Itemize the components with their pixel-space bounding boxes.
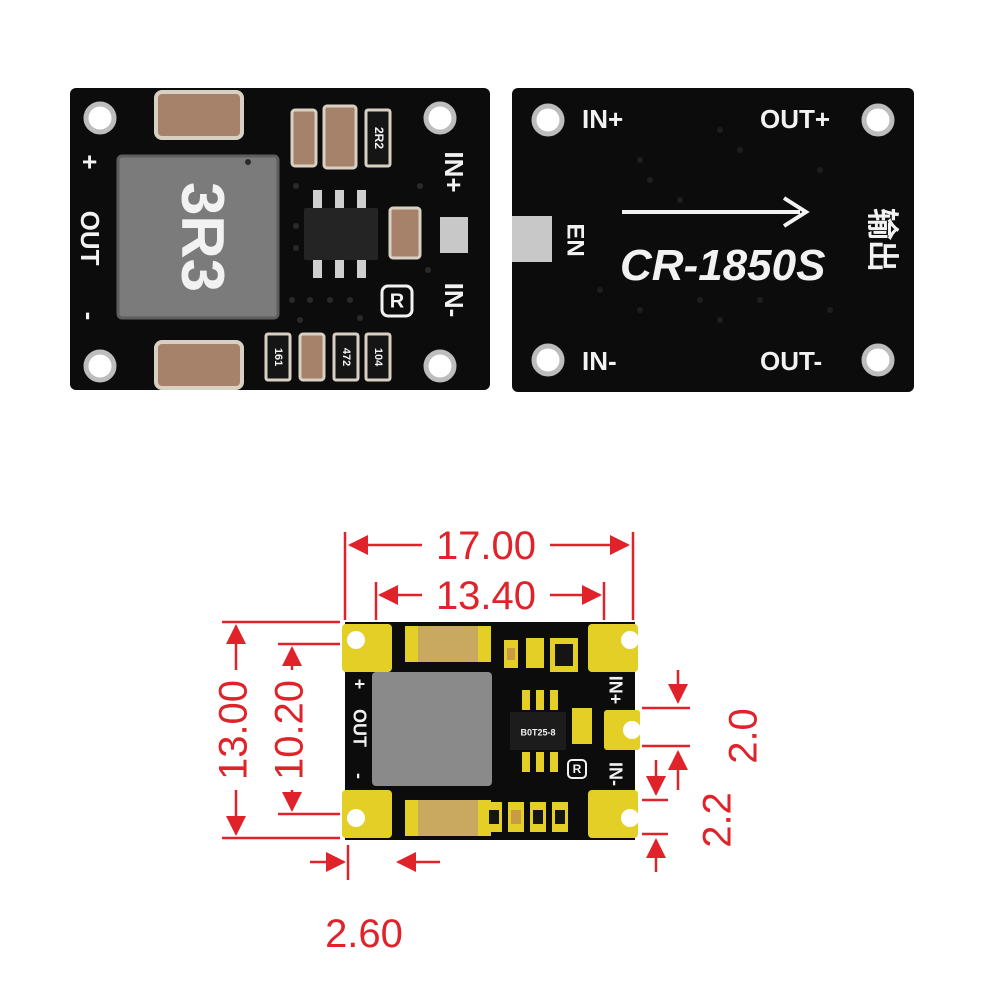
dim-pad-holes [347,631,641,827]
dim-small-parts-top [504,638,578,772]
dim-width-outer: 17.00 [436,524,536,568]
front-cap-small-1 [290,108,318,168]
dim-ic-chip [510,712,566,750]
dim-logo [567,759,587,779]
front-in-minus-label: IN- [439,283,469,318]
front-component-104 [364,332,392,382]
front-component-472 [332,332,360,382]
back-in-minus-label: IN- [582,346,617,376]
dimension-lines [222,532,690,880]
front-ic-chip [304,208,378,260]
front-inductor-code: 3R3 [169,182,236,292]
front-cap-small-2 [322,104,358,170]
dim-in-plus-label: IN+ [605,676,625,705]
front-code-104: 104 [372,348,384,367]
front-in-plus-label: IN+ [439,151,469,192]
front-board-photo: 3R3 2R2 161 472 104 R [70,88,490,390]
front-capacitor-top [154,90,244,140]
front-cap-small-4 [298,332,326,382]
back-out-minus-label: OUT- [760,346,822,376]
back-en-label: EN [562,223,589,256]
front-out-plus-label: + [75,154,105,169]
front-logo [380,284,414,318]
dim-ic-marking: B0T25-8 [520,727,555,737]
front-resistor-2r2 [364,108,392,168]
back-direction-arrow-head [782,196,810,228]
front-code-161: 161 [272,348,284,366]
back-vias [597,127,833,323]
back-side-notch [512,216,552,262]
front-resistor-code: 2R2 [372,127,386,149]
back-pcb [512,88,914,392]
dim-capacitor-top-body [418,626,478,662]
dim-small-parts-bottom [486,802,568,832]
dim-capacitor-bottom-body [418,800,478,836]
back-in-plus-label: IN+ [582,104,623,134]
dim-pin-gap-a: 2.2 [696,792,740,848]
dim-out-plus-label: + [349,679,369,690]
front-capacitor-bottom [154,340,244,390]
dim-height-inner: 10.20 [268,680,312,780]
front-logo-letter: R [390,290,405,312]
front-component-161 [264,332,292,382]
front-code-472: 472 [340,348,352,366]
front-out-minus-label: - [75,312,105,321]
dim-pad-offset: 2.60 [325,912,403,956]
front-cap-small-3 [388,206,422,260]
dim-out-minus-label: - [349,773,369,779]
front-vias [245,159,431,323]
dim-pin-gap-b: 2.0 [722,708,766,764]
dim-height-outer: 13.00 [212,680,256,780]
dim-out-label: OUT [349,709,369,747]
dim-in-minus-label: IN- [605,762,625,786]
dim-width-inner: 13.40 [436,574,536,618]
back-chinese-label: 输出 [865,208,901,272]
dim-corner-pads [342,624,640,838]
dim-side-cap [572,708,592,744]
front-inductor [116,154,280,320]
dim-inductor [372,672,492,786]
dimension-board: B0T25-8 R + OUT - IN+ IN- [342,622,641,840]
dim-logo-letter: R [573,762,582,776]
back-mounting-holes [531,103,895,377]
back-out-plus-label: OUT+ [760,104,830,134]
front-mounting-holes [83,101,457,383]
front-ic-pins [313,190,366,278]
back-model-label: CR-1850S [620,241,825,290]
front-side-pad [440,217,468,253]
front-out-label: OUT [75,211,105,266]
back-board-photo: IN+ OUT+ IN- OUT- EN CR-1850S 输出 [512,88,914,392]
